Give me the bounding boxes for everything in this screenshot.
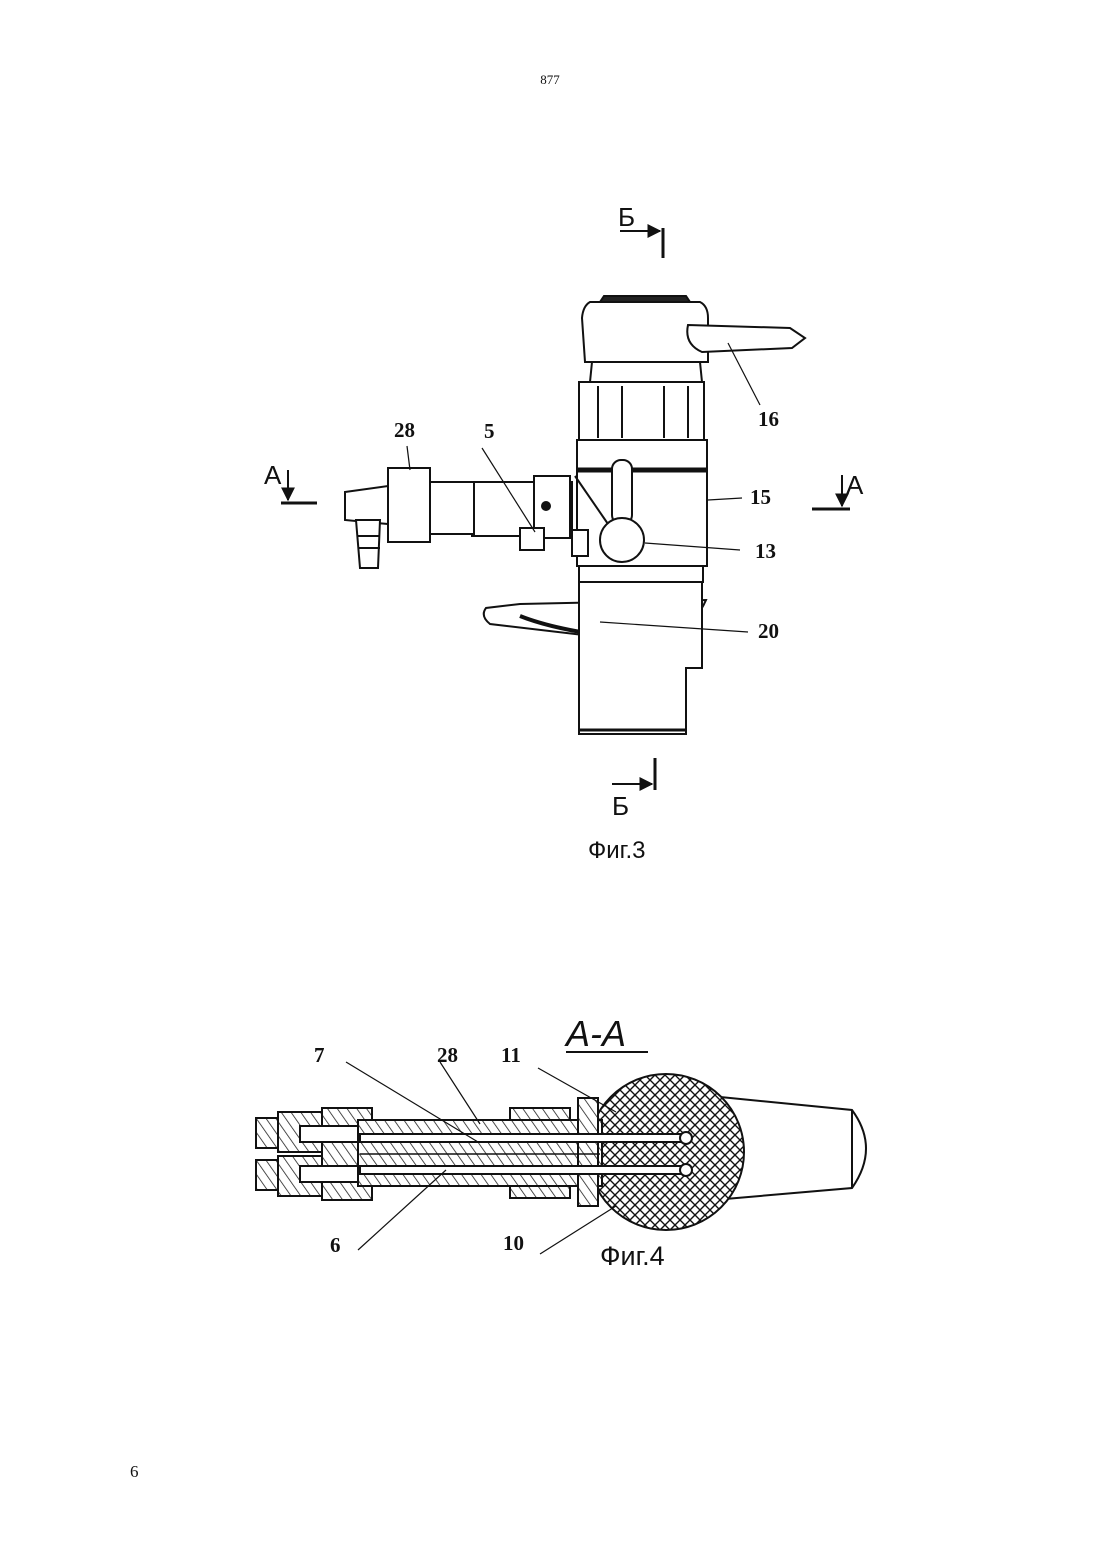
fig3-label-5: 5	[484, 419, 495, 443]
fig3-label-20: 20	[758, 619, 779, 643]
fig3-section-a-left: А	[264, 460, 282, 490]
channel-upper	[360, 1134, 686, 1142]
fig3-label-13: 13	[755, 539, 776, 563]
section-mark-b-bottom	[612, 758, 655, 790]
ball-section	[588, 1074, 744, 1230]
fig3-label-16: 16	[758, 407, 779, 431]
fig4-label-6: 6	[330, 1233, 341, 1257]
fig4-caption: Фиг.4	[600, 1241, 665, 1271]
fig4-label-11: 11	[501, 1043, 521, 1067]
fig4-label-7: 7	[314, 1043, 325, 1067]
fig3-label-15: 15	[750, 485, 771, 509]
fig4-drawing	[256, 1074, 866, 1230]
handle-16	[687, 325, 805, 352]
fig4-label-10: 10	[503, 1231, 524, 1255]
outlet-fitting	[345, 486, 388, 524]
fig4-section-title: А-А	[564, 1013, 626, 1054]
fig3-caption: Фиг.3	[588, 837, 646, 864]
body-28-section	[358, 1120, 602, 1186]
section-mark-b-top	[620, 228, 663, 258]
bottom-sleeve	[579, 582, 702, 734]
section-mark-a-left	[281, 470, 317, 503]
page-number: 6	[130, 1462, 139, 1482]
fig4-label-28: 28	[437, 1043, 458, 1067]
knob-13	[600, 518, 644, 562]
fig3-label-28: 28	[394, 418, 415, 442]
fig3-section-b-top: Б	[618, 202, 635, 232]
block-28	[388, 468, 430, 542]
channel-lower	[360, 1166, 686, 1174]
fig3-section-b-bottom: Б	[612, 791, 629, 821]
fig3-drawing	[281, 228, 850, 790]
fig3-section-a-right: А	[846, 470, 864, 500]
section-mark-a-right	[812, 475, 850, 509]
